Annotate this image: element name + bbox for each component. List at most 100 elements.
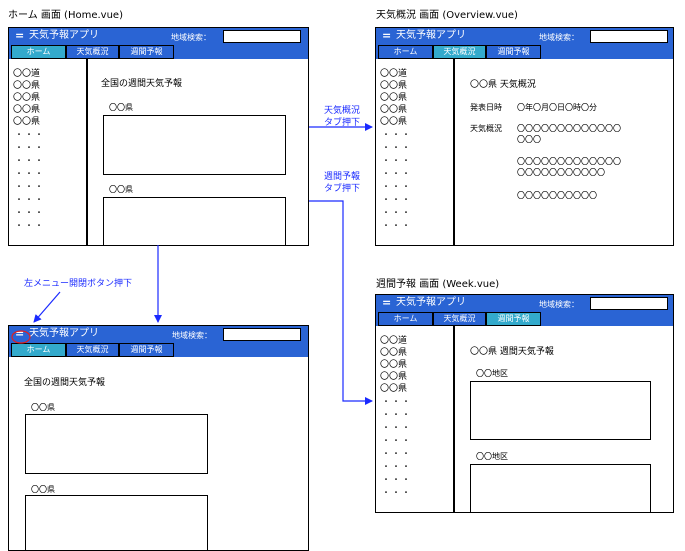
forecast-card[interactable] xyxy=(470,464,651,512)
sidebar-item[interactable]: 〇〇県 xyxy=(380,360,408,370)
search-label: 地域検索： xyxy=(539,300,579,309)
week-caption: 週間予報 画面 (Week.vue) xyxy=(376,279,500,290)
sidebar-dots: ・・・ xyxy=(15,130,45,139)
sidebar-dots: ・・・ xyxy=(15,156,45,165)
summary-line: 〇〇〇〇〇〇〇〇〇〇〇〇〇 xyxy=(517,124,621,133)
sidebar-dots: ・・・ xyxy=(15,195,45,204)
sidebar-item[interactable]: 〇〇県 xyxy=(13,81,41,91)
sidebar-item[interactable]: 〇〇県 xyxy=(13,105,41,115)
sidebar-item[interactable]: 〇〇県 xyxy=(380,93,408,103)
tab-overview[interactable]: 天気概況 xyxy=(433,45,486,59)
sidebar-dots: ・・・ xyxy=(15,208,45,217)
arrow-label-line: タブ押下 xyxy=(323,184,360,194)
home-screen: = 天気予報アプリ 地域検索： ホーム 天気概況 週間予報 〇〇道 〇〇県 〇〇… xyxy=(8,27,309,246)
sidebar-item[interactable]: 〇〇道 xyxy=(380,336,408,346)
sidebar-dots: ・・・ xyxy=(382,156,412,165)
search-input[interactable] xyxy=(590,30,668,43)
tab-overview[interactable]: 天気概況 xyxy=(66,45,119,59)
menu-toggle-icon[interactable]: = xyxy=(15,29,25,42)
tab-home[interactable]: ホーム xyxy=(378,45,433,59)
sidebar: 〇〇道 〇〇県 〇〇県 〇〇県 〇〇県 ・・・ ・・・ ・・・ ・・・ ・・・ … xyxy=(9,59,88,245)
tab-overview[interactable]: 天気概況 xyxy=(66,343,119,357)
card-label: 〇〇県 xyxy=(109,103,133,112)
sidebar-item[interactable]: 〇〇道 xyxy=(13,69,41,79)
forecast-card[interactable] xyxy=(470,381,651,440)
menu-button-highlight xyxy=(11,330,31,344)
sidebar-item[interactable]: 〇〇県 xyxy=(13,93,41,103)
tab-home[interactable]: ホーム xyxy=(11,45,66,59)
card-label: 〇〇地区 xyxy=(476,369,508,378)
search-label: 地域検索： xyxy=(172,331,212,340)
card-label: 〇〇県 xyxy=(31,403,55,412)
arrow-label-menu-toggle: 左メニュー開閉ボタン押下 xyxy=(24,279,133,289)
app-title: 天気予報アプリ xyxy=(396,30,466,41)
menu-toggle-icon[interactable]: = xyxy=(15,327,25,340)
summary-line: 〇〇〇〇〇〇〇〇〇〇 xyxy=(517,191,597,200)
sidebar-dots: ・・・ xyxy=(15,221,45,230)
sidebar-dots: ・・・ xyxy=(382,195,412,204)
week-screen: = 天気予報アプリ 地域検索： ホーム 天気概況 週間予報 〇〇道 〇〇県 〇〇… xyxy=(375,294,674,513)
tab-overview[interactable]: 天気概況 xyxy=(433,312,486,326)
tab-week[interactable]: 週間予報 xyxy=(119,45,174,59)
tab-home[interactable]: ホーム xyxy=(11,343,66,357)
sidebar-dots: ・・・ xyxy=(15,182,45,191)
app-title: 天気予報アプリ xyxy=(396,297,466,308)
sidebar-dots: ・・・ xyxy=(382,130,412,139)
sidebar-item[interactable]: 〇〇県 xyxy=(380,348,408,358)
page-heading: 全国の週間天気予報 xyxy=(24,378,106,388)
sidebar-dots: ・・・ xyxy=(382,410,412,419)
sidebar-dots: ・・・ xyxy=(382,182,412,191)
app-header: = 天気予報アプリ 地域検索： xyxy=(376,295,673,312)
page-heading: 〇〇県 天気概況 xyxy=(470,80,536,90)
menu-toggle-icon[interactable]: = xyxy=(382,296,392,309)
tab-week[interactable]: 週間予報 xyxy=(486,45,541,59)
search-input[interactable] xyxy=(223,328,301,341)
card-label: 〇〇地区 xyxy=(476,452,508,461)
search-input[interactable] xyxy=(223,30,301,43)
summary-line: 〇〇〇〇〇〇〇〇〇〇〇〇〇 xyxy=(517,157,621,166)
search-label: 地域検索： xyxy=(171,33,211,42)
sidebar-item[interactable]: 〇〇県 xyxy=(380,105,408,115)
date-value: 〇年〇月〇日〇時〇分 xyxy=(517,103,597,112)
sidebar-item[interactable]: 〇〇県 xyxy=(13,117,41,127)
tab-bar: ホーム 天気概況 週間予報 xyxy=(9,45,308,59)
page-heading: 〇〇県 週間天気予報 xyxy=(470,347,554,357)
search-input[interactable] xyxy=(590,297,668,310)
arrow-label-line: 週間予報 xyxy=(323,172,360,182)
sidebar-dots: ・・・ xyxy=(382,436,412,445)
sidebar-item[interactable]: 〇〇道 xyxy=(380,69,408,79)
sidebar-dots: ・・・ xyxy=(15,169,45,178)
sidebar-dots: ・・・ xyxy=(15,143,45,152)
tab-bar: ホーム 天気概況 週間予報 xyxy=(376,45,673,59)
sidebar-item[interactable]: 〇〇県 xyxy=(380,372,408,382)
forecast-card[interactable] xyxy=(103,197,286,245)
sidebar: 〇〇道 〇〇県 〇〇県 〇〇県 〇〇県 ・・・ ・・・ ・・・ ・・・ ・・・ … xyxy=(376,326,455,512)
sidebar-dots: ・・・ xyxy=(382,169,412,178)
sidebar-dots: ・・・ xyxy=(382,221,412,230)
app-title: 天気予報アプリ xyxy=(29,328,99,339)
sidebar-item[interactable]: 〇〇県 xyxy=(380,117,408,127)
sidebar-dots: ・・・ xyxy=(382,143,412,152)
sidebar-item[interactable]: 〇〇県 xyxy=(380,384,408,394)
app-header: = 天気予報アプリ 地域検索： xyxy=(376,28,673,45)
sidebar-item[interactable]: 〇〇県 xyxy=(380,81,408,91)
sidebar-dots: ・・・ xyxy=(382,462,412,471)
tab-home[interactable]: ホーム xyxy=(378,312,433,326)
page-heading: 全国の週間天気予報 xyxy=(101,79,183,89)
forecast-card[interactable] xyxy=(25,414,208,474)
tab-bar: ホーム 天気概況 週間予報 xyxy=(376,312,673,326)
tab-week[interactable]: 週間予報 xyxy=(119,343,174,357)
arrow-label-line: 天気概況 xyxy=(323,106,360,116)
app-title: 天気予報アプリ xyxy=(29,30,99,41)
overview-caption: 天気概況 画面 (Overview.vue) xyxy=(376,10,518,21)
arrow-to-week xyxy=(309,200,373,405)
overview-screen: = 天気予報アプリ 地域検索： ホーム 天気概況 週間予報 〇〇道 〇〇県 〇〇… xyxy=(375,27,674,246)
tab-week[interactable]: 週間予報 xyxy=(486,312,541,326)
forecast-card[interactable] xyxy=(25,495,208,550)
sidebar: 〇〇道 〇〇県 〇〇県 〇〇県 〇〇県 ・・・ ・・・ ・・・ ・・・ ・・・ … xyxy=(376,59,455,245)
card-label: 〇〇県 xyxy=(31,485,55,494)
arrow-to-menu-button xyxy=(33,291,61,323)
menu-toggle-icon[interactable]: = xyxy=(382,29,392,42)
forecast-card[interactable] xyxy=(103,115,286,175)
arrow-label-overview: 天気概況 タブ押下 xyxy=(314,105,370,129)
